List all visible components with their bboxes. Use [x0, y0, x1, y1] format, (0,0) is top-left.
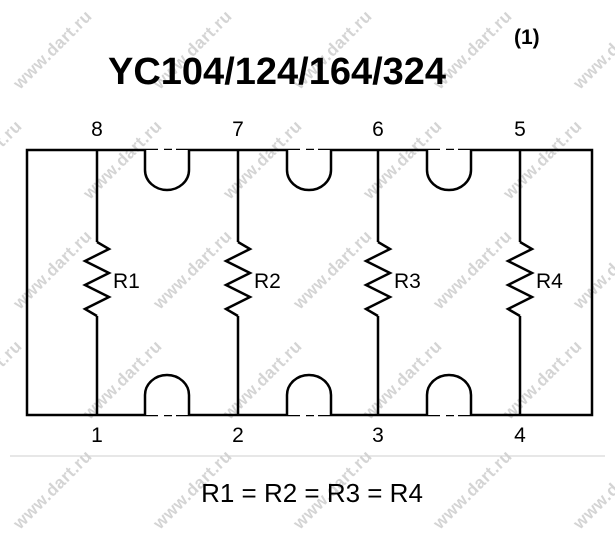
pin-label-1: 1: [91, 424, 103, 447]
watermark-text: www.dart.ru: [499, 336, 586, 423]
watermark-text: www.dart.ru: [429, 446, 516, 533]
watermark-text: www.dart.ru: [0, 336, 26, 423]
watermark-text: www.dart.ru: [9, 6, 96, 93]
watermark-text: www.dart.ru: [499, 116, 586, 203]
bottom-notch-1: [143, 373, 191, 415]
watermark-text: www.dart.ru: [9, 446, 96, 533]
resistor-r3: [363, 150, 393, 415]
watermark-text: www.dart.ru: [569, 6, 615, 93]
bottom-notch-3: [425, 373, 473, 415]
resistor-r4: [505, 150, 535, 415]
watermark-text: www.dart.ru: [9, 226, 96, 313]
pin-label-8: 8: [91, 118, 103, 141]
part-number-title: YC104/124/164/324: [108, 51, 446, 93]
pin-label-7: 7: [232, 118, 244, 141]
watermark-text: www.dart.ru: [429, 226, 516, 313]
resistor-r1: [82, 150, 112, 415]
pin-label-6: 6: [372, 118, 384, 141]
resistor-label-r2: R2: [254, 270, 281, 293]
resistor-label-r1: R1: [113, 270, 140, 293]
top-notch-3: [425, 150, 473, 192]
resistance-equation: R1 = R2 = R3 = R4: [201, 478, 423, 508]
watermark-text: www.dart.ru: [289, 226, 376, 313]
resistor-label-r4: R4: [536, 270, 563, 293]
watermark-text: www.dart.ru: [0, 116, 26, 203]
title-footnote-marker: (1): [514, 26, 540, 49]
pin-label-3: 3: [372, 424, 384, 447]
bottom-notch-2: [285, 373, 333, 415]
pin-label-2: 2: [232, 424, 244, 447]
top-notch-1: [143, 150, 191, 192]
resistor-r2: [223, 150, 253, 415]
pin-label-5: 5: [514, 118, 526, 141]
resistor-label-r3: R3: [394, 270, 421, 293]
watermark-text: www.dart.ru: [149, 226, 236, 313]
watermark-text: www.dart.ru: [569, 446, 615, 533]
top-notch-2: [285, 150, 333, 192]
pin-label-4: 4: [514, 424, 526, 447]
